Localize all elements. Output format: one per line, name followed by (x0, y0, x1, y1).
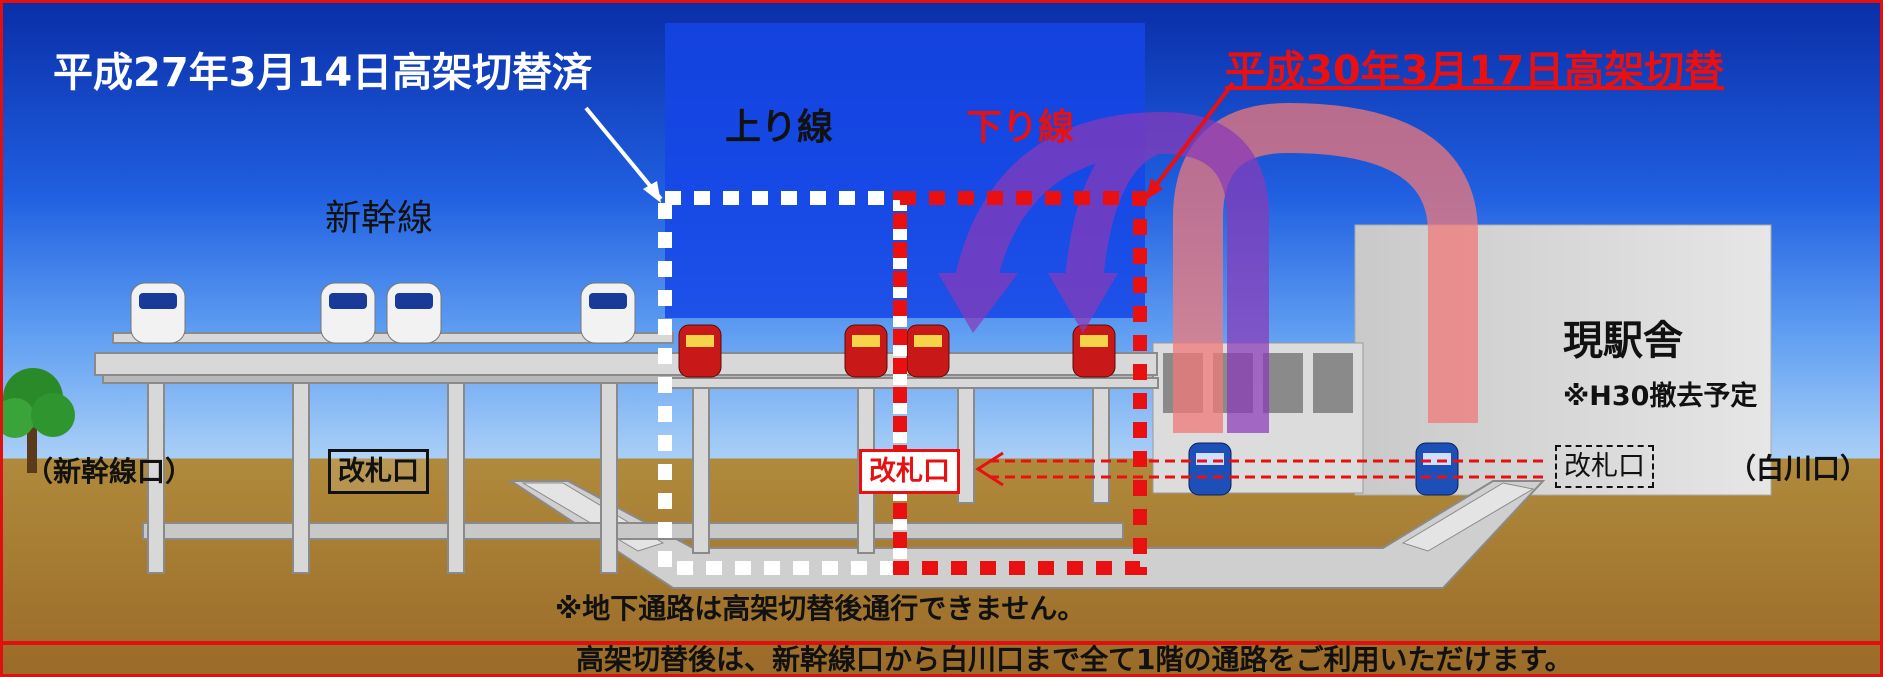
conventional-train-icons (678, 324, 1116, 378)
exit-shinkansen-label: （新幹線口） (25, 455, 194, 488)
removal-note: ※H30撤去予定 (1563, 381, 1758, 412)
completed-switch-title: 平成27年3月14日高架切替済 (53, 50, 593, 96)
shinkansen-label: 新幹線 (325, 198, 434, 239)
shinkansen-train-icons (130, 282, 636, 344)
exit-shirakawa-label: （白川口） (1728, 452, 1869, 485)
completed-elevated-section (658, 191, 907, 575)
new-switch-title: 平成30年3月17日高架切替 (1225, 48, 1725, 94)
new-elevated-section (893, 191, 1147, 575)
down-line-label: 下り線 (966, 107, 1075, 148)
current-station-label: 現駅舎 (1563, 318, 1683, 364)
ground-passage-arrow (975, 451, 1543, 487)
relocation-arrow-pink (1173, 102, 1478, 433)
up-line-label: 上り線 (725, 107, 834, 148)
viaduct-structure (94, 332, 1159, 574)
tree-icon (3, 368, 75, 473)
underground-closure-note: ※地下通路は高架切替後通行できません。 (555, 592, 1086, 625)
station-illustration (3, 23, 1880, 645)
gate-right-label: 改札口 (1555, 445, 1654, 488)
gate-center-label: 改札口 (859, 449, 960, 494)
ground-train-icons (1188, 442, 1459, 496)
passage-usage-note: 高架切替後は、新幹線口から白川口まで全て1階の通路をご利用いただけます。 (576, 643, 1573, 676)
new-pointer-arrow (1146, 81, 1235, 198)
relocation-arrows-purple (938, 111, 1269, 433)
gate-left-label: 改札口 (328, 449, 429, 494)
completed-pointer-arrow (584, 106, 663, 201)
